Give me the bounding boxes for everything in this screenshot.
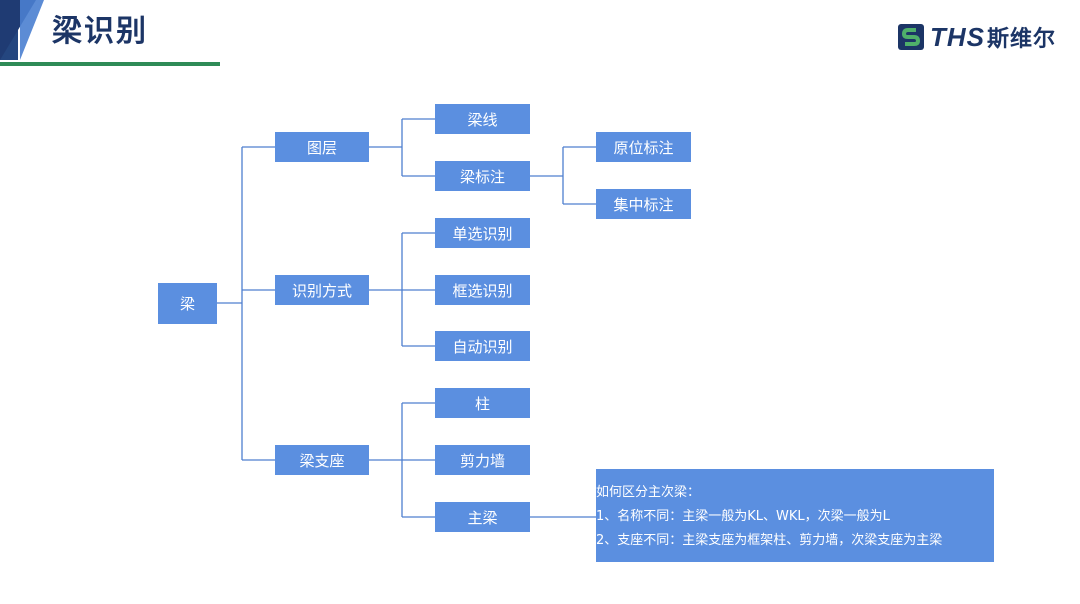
leaf-node-main-beam: 主梁 — [435, 502, 530, 532]
leaf-node-centralized-annotation: 集中标注 — [596, 189, 691, 219]
root-node: 梁 — [158, 283, 217, 324]
title-underline — [0, 62, 220, 66]
header-corner-blue — [20, 0, 44, 60]
logo-s-icon — [897, 24, 924, 50]
note-line-2: 2、支座不同：主梁支座为框架柱、剪力墙，次梁支座为主梁 — [596, 533, 943, 548]
group-node-support: 梁支座 — [275, 445, 369, 475]
group-node-layer: 图层 — [275, 132, 369, 162]
brand-logo: THS 斯维尔 — [897, 20, 1056, 54]
leaf-node-shear-wall: 剪力墙 — [435, 445, 530, 475]
leaf-node-auto: 自动识别 — [435, 331, 530, 361]
note-heading: 如何区分主次梁： — [596, 485, 701, 500]
note-line-1: 1、名称不同：主梁一般为KL、WKL，次梁一般为L — [596, 509, 890, 524]
leaf-node-beam-line: 梁线 — [435, 104, 530, 134]
page-title: 梁识别 — [52, 14, 148, 49]
leaf-node-single-select: 单选识别 — [435, 218, 530, 248]
leaf-node-in-situ-annotation: 原位标注 — [596, 132, 691, 162]
beam-distinction-note: 如何区分主次梁： 1、名称不同：主梁一般为KL、WKL，次梁一般为L 2、支座不… — [596, 469, 994, 562]
leaf-node-beam-annotation: 梁标注 — [435, 161, 530, 191]
group-node-method: 识别方式 — [275, 275, 369, 305]
leaf-node-box-select: 框选识别 — [435, 275, 530, 305]
logo-brand-text: THS — [929, 21, 985, 52]
leaf-node-column: 柱 — [435, 388, 530, 418]
logo-brand-cn: 斯维尔 — [986, 27, 1056, 52]
